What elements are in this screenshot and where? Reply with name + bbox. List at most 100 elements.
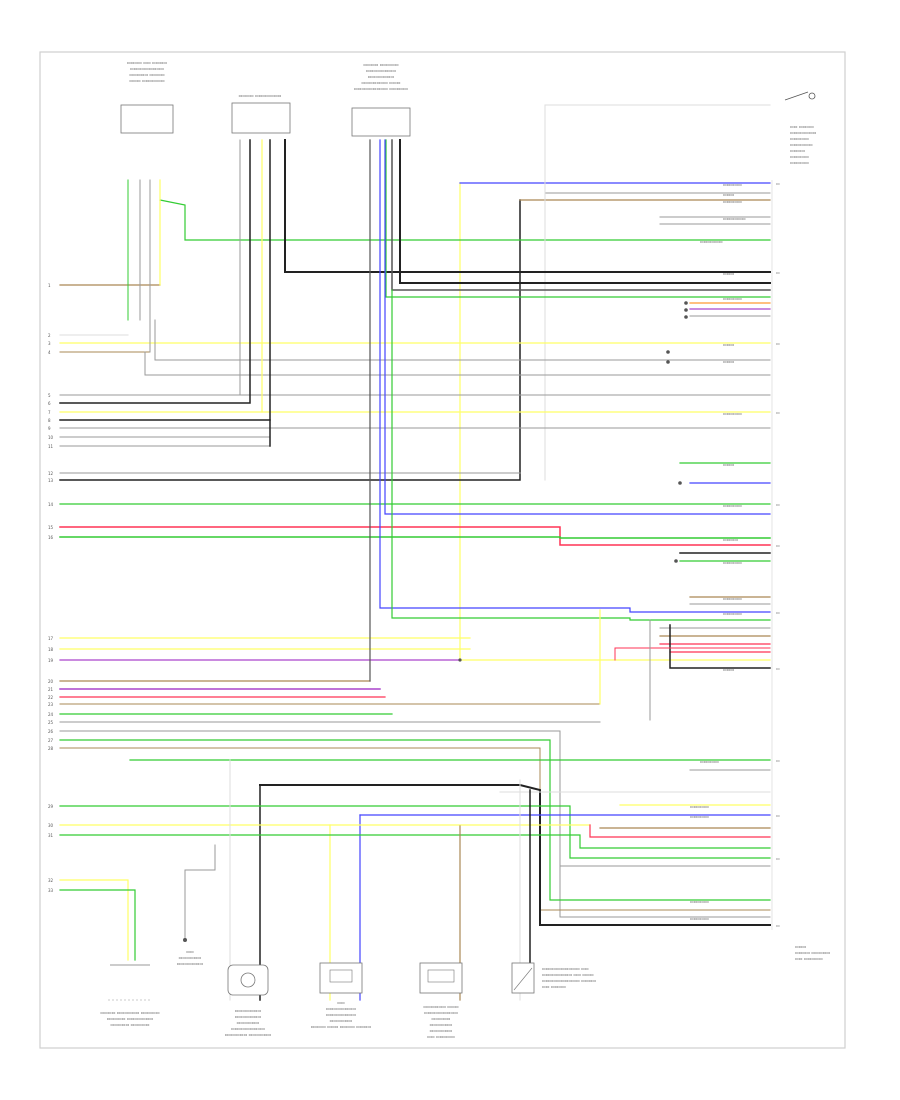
svg-text:▭▭▭▭▭ ▭▭▭▭▭▭▭: ▭▭▭▭▭ ▭▭▭▭▭▭▭ xyxy=(107,1016,154,1021)
svg-text:▭▭ ▭▭▭▭: ▭▭ ▭▭▭▭ xyxy=(790,124,814,129)
svg-text:▭▭▭▭: ▭▭▭▭ xyxy=(790,148,805,153)
svg-text:▭▭▭▭ ▭▭▭▭▭: ▭▭▭▭ ▭▭▭▭▭ xyxy=(363,62,399,67)
svg-text:12: 12 xyxy=(48,471,54,476)
svg-text:▭▭▭▭▭▭: ▭▭▭▭▭▭ xyxy=(179,955,202,960)
right-knock-sensor: ▭▭▭▭ ▭▭▭▭▭▭▭ xyxy=(231,93,291,134)
svg-text:▭▭▭▭▭: ▭▭▭▭▭ xyxy=(723,296,742,301)
svg-text:16: 16 xyxy=(48,535,54,540)
svg-text:24: 24 xyxy=(48,712,54,717)
svg-text:▭▭▭▭ ▭▭▭▭▭▭ ▭▭▭▭▭: ▭▭▭▭ ▭▭▭▭▭▭ ▭▭▭▭▭ xyxy=(100,1010,159,1015)
svg-text:▭▭ ▭▭▭▭▭: ▭▭ ▭▭▭▭▭ xyxy=(427,1034,455,1039)
svg-text:▭▭▭▭▭▭ ▭▭▭▭▭▭: ▭▭▭▭▭▭ ▭▭▭▭▭▭ xyxy=(225,1032,272,1037)
svg-text:▭▭▭▭▭▭▭ ▭▭▭: ▭▭▭▭▭▭▭ ▭▭▭ xyxy=(361,80,400,85)
svg-text:▭▭▭▭▭▭▭▭: ▭▭▭▭▭▭▭▭ xyxy=(326,1012,356,1017)
svg-text:7: 7 xyxy=(48,410,51,415)
svg-text:▭▭▭▭▭: ▭▭▭▭▭ xyxy=(723,199,742,204)
svg-text:▭▭▭▭▭▭▭▭: ▭▭▭▭▭▭▭▭ xyxy=(366,68,396,73)
svg-text:▭▭▭▭▭▭▭: ▭▭▭▭▭▭▭ xyxy=(790,130,817,135)
svg-text:▭▭▭: ▭▭▭ xyxy=(723,667,735,672)
svg-text:17: 17 xyxy=(48,636,54,641)
svg-text:▭▭▭▭▭▭: ▭▭▭▭▭▭ xyxy=(430,1028,453,1033)
svg-text:▭▭▭▭: ▭▭▭▭ xyxy=(723,537,738,542)
svg-text:▭▭▭: ▭▭▭ xyxy=(723,271,735,276)
svg-text:▭▭▭▭▭▭: ▭▭▭▭▭▭ xyxy=(700,239,723,244)
svg-text:21: 21 xyxy=(48,687,54,692)
svg-text:▭: ▭ xyxy=(776,502,780,507)
svg-text:▭▭▭: ▭▭▭ xyxy=(723,359,735,364)
svg-text:▭▭▭▭▭▭: ▭▭▭▭▭▭ xyxy=(723,216,746,221)
svg-text:▭▭▭▭▭: ▭▭▭▭▭ xyxy=(790,160,809,165)
knock-sensor-ground: ▭▭ ▭▭▭▭▭▭ ▭▭▭▭▭▭▭ xyxy=(177,938,204,966)
svg-text:▭▭▭▭ ▭▭▭▭▭: ▭▭▭▭ ▭▭▭▭▭ xyxy=(795,950,831,955)
svg-text:▭▭▭▭▭▭▭▭▭: ▭▭▭▭▭▭▭▭▭ xyxy=(130,66,164,71)
svg-text:▭: ▭ xyxy=(776,610,780,615)
svg-text:▭▭▭▭▭▭▭: ▭▭▭▭▭▭▭ xyxy=(235,1008,262,1013)
svg-text:▭▭▭▭▭▭▭: ▭▭▭▭▭▭▭ xyxy=(177,961,204,966)
svg-text:▭: ▭ xyxy=(776,813,780,818)
svg-text:▭▭▭▭▭▭▭: ▭▭▭▭▭▭▭ xyxy=(368,74,395,79)
svg-text:▭▭▭▭▭▭: ▭▭▭▭▭▭ xyxy=(330,1018,353,1023)
svg-text:▭▭▭▭▭▭▭▭▭▭ ▭▭▭▭: ▭▭▭▭▭▭▭▭▭▭ ▭▭▭▭ xyxy=(542,978,596,983)
svg-text:▭▭▭▭▭▭▭▭▭: ▭▭▭▭▭▭▭▭▭ xyxy=(231,1026,265,1031)
svg-text:▭▭▭▭▭: ▭▭▭▭▭ xyxy=(690,916,709,921)
svg-text:1: 1 xyxy=(48,283,51,288)
svg-text:10: 10 xyxy=(48,435,54,440)
svg-text:▭▭▭▭▭▭▭▭▭ ▭▭▭▭▭: ▭▭▭▭▭▭▭▭▭ ▭▭▭▭▭ xyxy=(354,86,408,91)
svg-text:▭▭▭▭▭: ▭▭▭▭▭ xyxy=(690,899,709,904)
svg-text:▭▭▭: ▭▭▭ xyxy=(795,944,807,949)
svg-text:26: 26 xyxy=(48,729,54,734)
svg-text:▭▭▭▭▭▭▭: ▭▭▭▭▭▭▭ xyxy=(235,1014,262,1019)
svg-text:▭▭▭▭▭: ▭▭▭▭▭ xyxy=(790,154,809,159)
svg-text:▭▭▭▭▭ ▭▭▭▭: ▭▭▭▭▭ ▭▭▭▭ xyxy=(129,72,165,77)
svg-text:▭▭▭▭▭: ▭▭▭▭▭ xyxy=(432,1016,451,1021)
svg-text:▭: ▭ xyxy=(776,758,780,763)
svg-text:▭▭▭▭▭: ▭▭▭▭▭ xyxy=(723,503,742,508)
svg-text:▭▭▭▭▭▭▭▭: ▭▭▭▭▭▭▭▭ xyxy=(326,1006,356,1011)
svg-text:▭▭▭▭▭ ▭▭▭▭▭: ▭▭▭▭▭ ▭▭▭▭▭ xyxy=(110,1022,149,1027)
svg-text:2: 2 xyxy=(48,333,51,338)
transmission-range-sensor: ▭▭▭▭▭▭ ▭▭▭ ▭▭▭▭▭▭▭▭▭ ▭▭▭▭▭ ▭▭▭▭▭▭ ▭▭▭▭▭▭… xyxy=(419,962,463,1039)
svg-text:9: 9 xyxy=(48,426,51,431)
svg-text:25: 25 xyxy=(48,720,54,725)
right-front-oxygen-sensor: ▭▭▭▭ ▭▭ ▭▭▭▭ ▭▭▭▭▭▭▭▭▭ ▭▭▭▭▭ ▭▭▭▭ ▭▭▭ ▭▭… xyxy=(120,60,174,134)
svg-text:29: 29 xyxy=(48,804,54,809)
svg-text:▭▭ ▭▭▭▭▭: ▭▭ ▭▭▭▭▭ xyxy=(795,956,823,961)
svg-text:8: 8 xyxy=(48,418,51,423)
svg-text:11: 11 xyxy=(48,444,54,449)
svg-text:▭: ▭ xyxy=(776,923,780,928)
svg-text:▭▭▭▭▭: ▭▭▭▭▭ xyxy=(690,814,709,819)
crankshaft-position-sensor: ▭▭▭▭▭▭▭ ▭▭▭▭▭▭▭ ▭▭▭▭▭▭ ▭▭▭▭▭▭▭▭▭ ▭▭▭▭▭▭ … xyxy=(225,964,272,1037)
svg-text:▭▭▭▭▭: ▭▭▭▭▭ xyxy=(723,611,742,616)
svg-text:▭▭▭▭▭▭▭▭▭: ▭▭▭▭▭▭▭▭▭ xyxy=(424,1010,458,1015)
svg-text:▭▭▭▭▭▭: ▭▭▭▭▭▭ xyxy=(790,142,813,147)
svg-text:30: 30 xyxy=(48,823,54,828)
svg-text:▭▭▭▭▭: ▭▭▭▭▭ xyxy=(723,411,742,416)
wire-color-labels: ▭▭▭▭▭ ▭▭▭ ▭▭▭▭▭ ▭▭▭▭▭▭ ▭▭▭▭▭▭ ▭▭▭ ▭▭▭▭▭ … xyxy=(690,182,746,921)
svg-text:4: 4 xyxy=(48,350,51,355)
svg-text:14: 14 xyxy=(48,502,54,507)
svg-text:▭▭ ▭▭▭▭: ▭▭ ▭▭▭▭ xyxy=(542,984,566,989)
svg-text:28: 28 xyxy=(48,746,54,751)
svg-text:20: 20 xyxy=(48,679,54,684)
svg-text:19: 19 xyxy=(48,658,54,663)
svg-text:▭▭▭▭▭▭▭▭ ▭▭ ▭▭▭: ▭▭▭▭▭▭▭▭ ▭▭ ▭▭▭ xyxy=(542,972,594,977)
svg-text:33: 33 xyxy=(48,888,54,893)
ecm-connector-pins: ▭ ▭ ▭ ▭ ▭ ▭ ▭ ▭ ▭ ▭ ▭ ▭ ▭▭▭ ▭▭▭▭ ▭▭▭▭▭ ▭… xyxy=(771,180,831,961)
wire-harness xyxy=(59,104,771,1001)
svg-text:▭: ▭ xyxy=(776,666,780,671)
svg-text:▭▭▭▭▭: ▭▭▭▭▭ xyxy=(723,560,742,565)
svg-text:▭▭▭▭▭: ▭▭▭▭▭ xyxy=(723,182,742,187)
connector-dots xyxy=(458,301,688,662)
svg-text:▭▭▭▭▭: ▭▭▭▭▭ xyxy=(723,596,742,601)
svg-text:▭▭▭▭▭: ▭▭▭▭▭ xyxy=(700,759,719,764)
svg-text:▭▭▭▭▭: ▭▭▭▭▭ xyxy=(690,804,709,809)
svg-text:13: 13 xyxy=(48,478,54,483)
svg-text:▭▭▭▭▭▭▭▭▭▭ ▭▭: ▭▭▭▭▭▭▭▭▭▭ ▭▭ xyxy=(542,966,589,971)
right-bank-camshaft-sensor: ▭▭▭▭ ▭▭▭▭▭ ▭▭▭▭▭▭▭▭ ▭▭▭▭▭▭▭ ▭▭▭▭▭▭▭ ▭▭▭ … xyxy=(351,62,411,137)
svg-text:▭▭▭▭ ▭▭▭ ▭▭▭▭ ▭▭▭▭: ▭▭▭▭ ▭▭▭ ▭▭▭▭ ▭▭▭▭ xyxy=(311,1024,372,1029)
svg-text:3: 3 xyxy=(48,341,51,346)
svg-text:▭▭▭▭ ▭▭ ▭▭▭▭: ▭▭▭▭ ▭▭ ▭▭▭▭ xyxy=(127,60,168,65)
svg-text:▭: ▭ xyxy=(776,181,780,186)
svg-text:32: 32 xyxy=(48,878,54,883)
svg-text:▭▭▭▭▭▭ ▭▭▭: ▭▭▭▭▭▭ ▭▭▭ xyxy=(423,1004,459,1009)
